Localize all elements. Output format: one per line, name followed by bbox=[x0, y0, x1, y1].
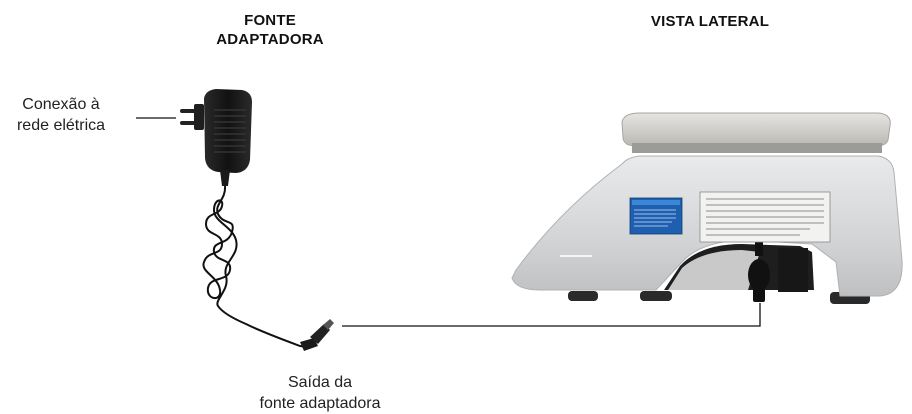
adapter-heading: FONTE ADAPTADORA bbox=[205, 11, 335, 49]
adapter-output-label: Saída da fonte adaptadora bbox=[215, 372, 425, 414]
output-leader-line bbox=[342, 303, 761, 327]
mains-label-line1: Conexão à bbox=[22, 96, 100, 113]
power-adapter-icon bbox=[180, 89, 334, 351]
output-label-line1: Saída da bbox=[287, 374, 353, 391]
output-label-line2: fonte adaptadora bbox=[259, 395, 381, 412]
mains-connection-label: Conexão à rede elétrica bbox=[2, 94, 120, 136]
side-view-heading: VISTA LATERAL bbox=[650, 13, 770, 30]
adapter-heading-line2: ADAPTADORA bbox=[216, 31, 324, 48]
adapter-heading-line1: FONTE bbox=[244, 12, 296, 29]
mains-label-line2: rede elétrica bbox=[16, 117, 106, 134]
scale-side-view-icon bbox=[511, 112, 903, 304]
